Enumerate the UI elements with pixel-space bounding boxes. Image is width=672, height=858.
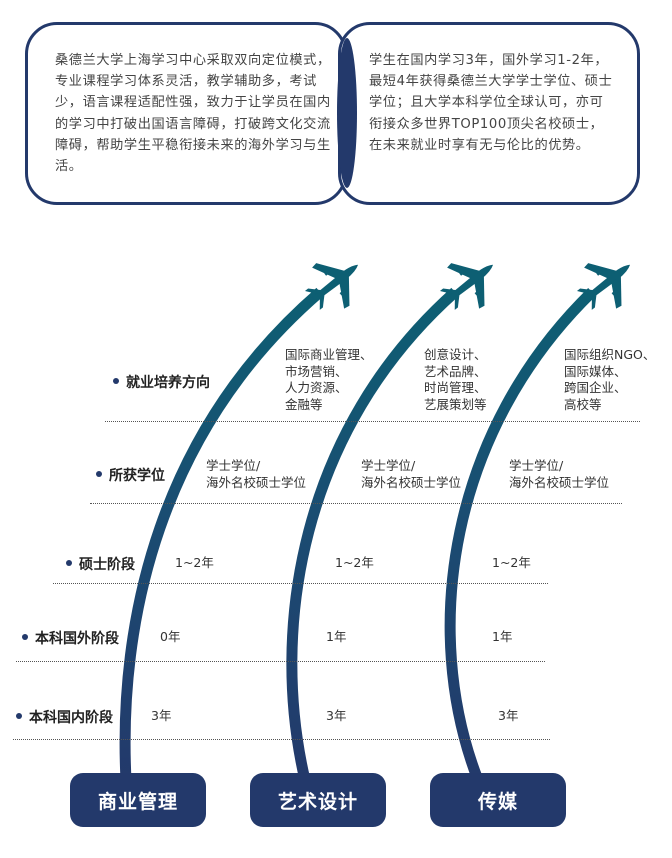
box-connector-lens bbox=[337, 38, 357, 188]
bullet-dot bbox=[96, 471, 102, 477]
row-divider bbox=[90, 503, 622, 504]
cell-career: 国际组织NGO、 国际媒体、 跨国企业、 高校等 bbox=[564, 347, 656, 412]
row-label-overseas: 本科国外阶段 bbox=[22, 628, 119, 648]
track-button-business[interactable]: 商业管理 bbox=[70, 773, 206, 827]
track-button-media[interactable]: 传媒 bbox=[430, 773, 566, 827]
flight-path-1 bbox=[119, 287, 324, 781]
cell-overseas: 1年 bbox=[492, 629, 513, 644]
row-label-master: 硕士阶段 bbox=[66, 554, 135, 574]
row-label-text: 硕士阶段 bbox=[79, 557, 135, 573]
intro-box-right: 学生在国内学习3年，国外学习1-2年，最短4年获得桑德兰大学学士学位、硕士学位；… bbox=[338, 22, 640, 205]
row-label-career: 就业培养方向 bbox=[113, 372, 210, 392]
row-label-text: 本科国外阶段 bbox=[35, 631, 119, 647]
cell-degree: 学士学位/ 海外名校硕士学位 bbox=[361, 458, 462, 490]
row-label-text: 就业培养方向 bbox=[126, 375, 210, 391]
intro-left-text: 桑德兰大学上海学习中心采取双向定位模式，专业课程学习体系灵活，教学辅助多，考试少… bbox=[55, 53, 331, 175]
intro-box-left: 桑德兰大学上海学习中心采取双向定位模式，专业课程学习体系灵活，教学辅助多，考试少… bbox=[25, 22, 347, 205]
cell-overseas: 1年 bbox=[326, 629, 347, 644]
row-divider bbox=[13, 739, 550, 740]
cell-career: 国际商业管理、 市场营销、 人力资源、 金融等 bbox=[285, 347, 373, 412]
flight-path-3 bbox=[444, 288, 596, 782]
cell-domestic: 3年 bbox=[326, 708, 347, 723]
cell-domestic: 3年 bbox=[151, 708, 172, 723]
bullet-dot bbox=[22, 634, 28, 640]
cell-degree: 学士学位/ 海外名校硕士学位 bbox=[509, 458, 610, 490]
cell-master: 1~2年 bbox=[175, 555, 214, 570]
cell-career: 创意设计、 艺术品牌、 时尚管理、 艺展策划等 bbox=[424, 347, 487, 412]
bullet-dot bbox=[66, 560, 72, 566]
row-label-domestic: 本科国内阶段 bbox=[16, 707, 113, 727]
row-label-text: 所获学位 bbox=[109, 468, 165, 484]
cell-overseas: 0年 bbox=[160, 629, 181, 644]
track-button-art-design[interactable]: 艺术设计 bbox=[250, 773, 386, 827]
row-label-degree: 所获学位 bbox=[96, 465, 165, 485]
row-divider bbox=[105, 421, 640, 422]
flight-path-2 bbox=[286, 287, 459, 782]
cell-master: 1~2年 bbox=[335, 555, 374, 570]
row-label-text: 本科国内阶段 bbox=[29, 710, 113, 726]
bullet-dot bbox=[16, 713, 22, 719]
cell-degree: 学士学位/ 海外名校硕士学位 bbox=[206, 458, 307, 490]
cell-master: 1~2年 bbox=[492, 555, 531, 570]
row-divider bbox=[16, 661, 545, 662]
row-divider bbox=[53, 583, 548, 584]
cell-domestic: 3年 bbox=[498, 708, 519, 723]
intro-right-text: 学生在国内学习3年，国外学习1-2年，最短4年获得桑德兰大学学士学位、硕士学位；… bbox=[369, 53, 613, 153]
bullet-dot bbox=[113, 378, 119, 384]
